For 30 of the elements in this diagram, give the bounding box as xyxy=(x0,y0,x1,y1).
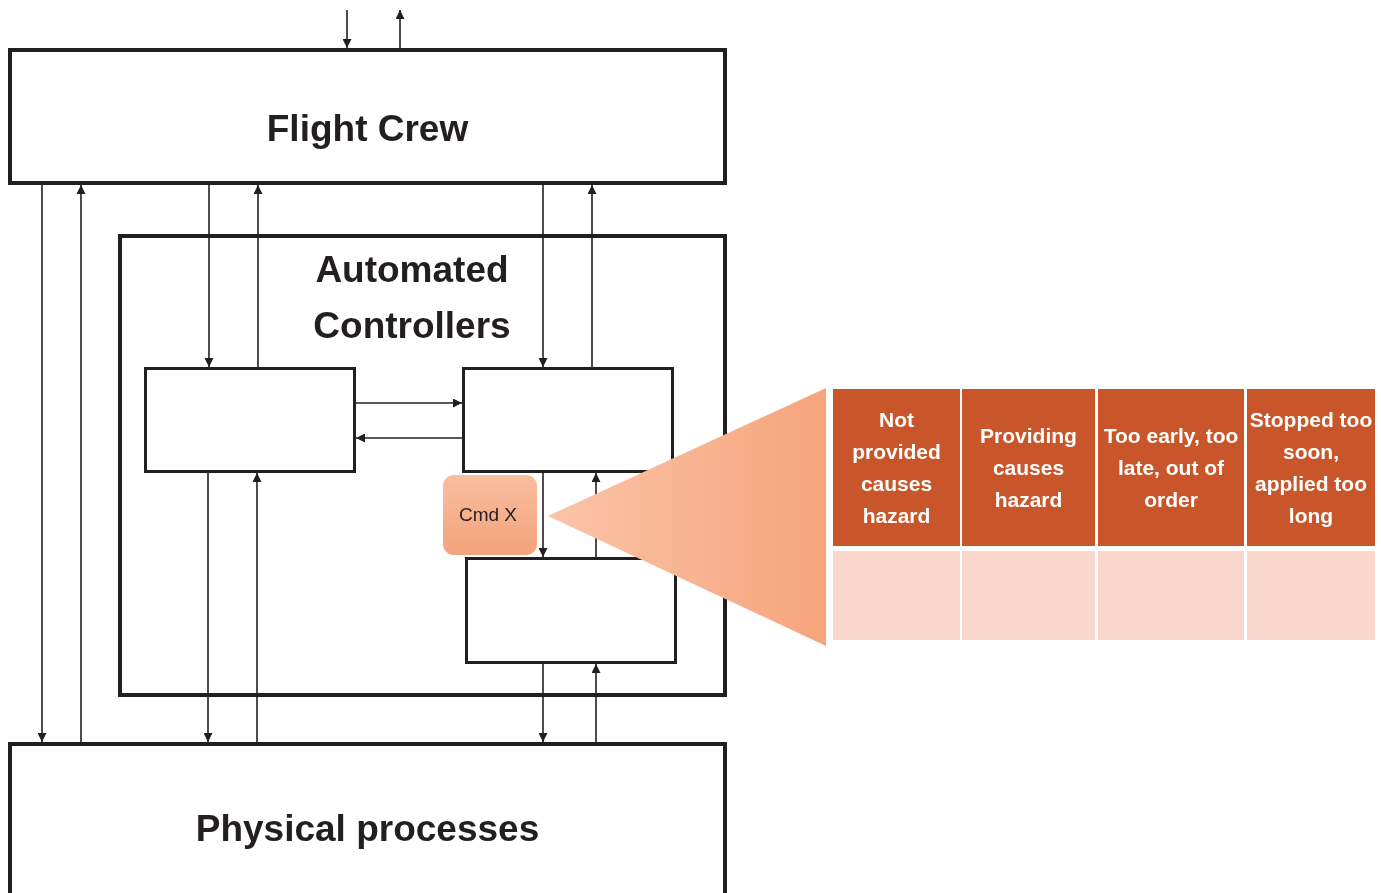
arrow xyxy=(355,398,463,408)
arrow xyxy=(591,663,601,743)
arrow xyxy=(253,184,263,368)
group-title: Automated Controllers xyxy=(312,248,512,348)
command-label: Cmd X xyxy=(458,504,518,526)
arrow xyxy=(76,184,86,743)
arrow xyxy=(395,9,405,49)
controller-box xyxy=(144,367,356,473)
arrow xyxy=(538,184,548,368)
arrow xyxy=(538,663,548,743)
column-header: Too early, too late, out of order xyxy=(1098,389,1244,546)
column-header: Stopped too soon, applied too long xyxy=(1247,389,1375,546)
column-header: Not provided causes hazard xyxy=(833,389,960,546)
arrow xyxy=(538,472,548,558)
arrow xyxy=(355,433,463,443)
arrow xyxy=(204,184,214,368)
controller-box xyxy=(462,367,674,473)
block-box xyxy=(8,48,727,185)
command-box xyxy=(443,475,537,555)
arrow xyxy=(37,184,47,743)
block-title: Physical processes xyxy=(194,807,541,851)
arrow xyxy=(252,472,262,743)
arrow xyxy=(203,472,213,743)
block-box xyxy=(8,742,727,893)
controller-box xyxy=(465,557,677,664)
arrow xyxy=(587,184,597,368)
block-title: Flight Crew xyxy=(265,107,470,151)
group-box xyxy=(118,234,727,697)
arrow xyxy=(342,9,352,49)
column-header: Providing causes hazard xyxy=(962,389,1095,546)
